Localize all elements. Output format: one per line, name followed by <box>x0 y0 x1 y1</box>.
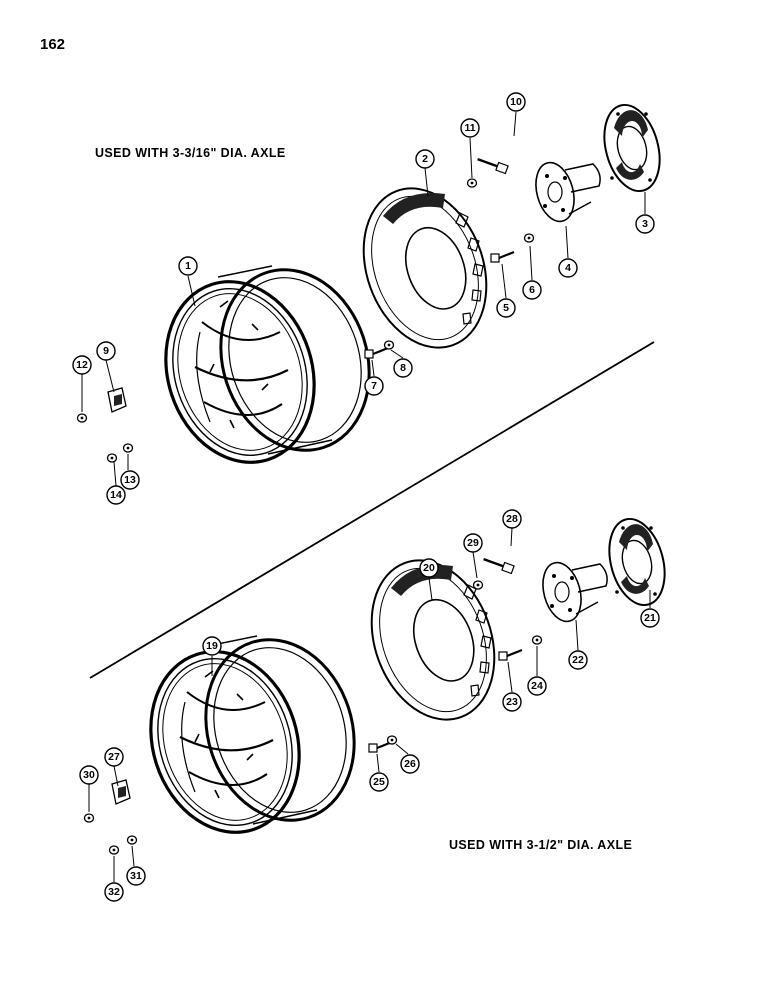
clip-part-13 <box>122 443 134 453</box>
pin-part-32 <box>108 845 120 855</box>
svg-text:10: 10 <box>510 96 522 108</box>
callout-26: 26 <box>400 754 420 774</box>
svg-text:5: 5 <box>503 302 509 314</box>
callout-22: 22 <box>568 650 588 670</box>
caption-upper-assembly: USED WITH 3-3/16" DIA. AXLE <box>95 146 286 160</box>
svg-text:1: 1 <box>185 260 191 272</box>
svg-text:8: 8 <box>400 362 406 374</box>
callout-2: 2 <box>415 149 435 169</box>
svg-text:19: 19 <box>206 640 218 652</box>
callout-24: 24 <box>527 676 547 696</box>
nut-part-26 <box>386 735 398 745</box>
washer-part-24 <box>531 635 543 645</box>
nut-part-30 <box>83 813 95 823</box>
callout-13: 13 <box>120 470 140 490</box>
callout-27: 27 <box>104 747 124 767</box>
hub-lower <box>536 557 608 627</box>
page-number: 162 <box>40 36 66 53</box>
nut-part-12 <box>76 413 88 423</box>
caption-lower-assembly: USED WITH 3-1/2" DIA. AXLE <box>449 838 633 852</box>
svg-text:31: 31 <box>130 870 142 882</box>
svg-text:4: 4 <box>565 262 571 274</box>
rim-lower <box>126 618 379 854</box>
callout-11: 11 <box>460 118 480 138</box>
callout-14: 14 <box>106 485 126 505</box>
bolt-part-7 <box>363 346 390 360</box>
bolt-part-28 <box>480 554 516 575</box>
nut-part-11 <box>466 178 478 188</box>
callout-6: 6 <box>522 280 542 300</box>
svg-text:14: 14 <box>110 489 122 501</box>
svg-text:2: 2 <box>422 153 428 165</box>
callout-21: 21 <box>640 608 660 628</box>
clamp-part-9 <box>107 387 127 413</box>
svg-text:7: 7 <box>371 380 377 392</box>
callout-1: 1 <box>178 256 198 276</box>
callout-23: 23 <box>502 692 522 712</box>
svg-text:24: 24 <box>531 680 543 692</box>
callout-8: 8 <box>393 358 413 378</box>
hub-upper <box>529 157 601 227</box>
svg-text:26: 26 <box>404 758 416 770</box>
callout-19: 19 <box>202 636 222 656</box>
callout-32: 32 <box>104 882 124 902</box>
callout-29: 29 <box>463 533 483 553</box>
svg-text:27: 27 <box>108 751 120 763</box>
washer-part-6 <box>523 233 535 243</box>
svg-text:3: 3 <box>642 218 648 230</box>
callout-30: 30 <box>79 765 99 785</box>
clamp-part-27 <box>111 779 131 805</box>
callout-9: 9 <box>96 341 116 361</box>
nut-part-29 <box>472 580 484 590</box>
clip-part-31 <box>126 835 138 845</box>
callout-28: 28 <box>502 509 522 529</box>
flange-upper <box>594 97 670 199</box>
svg-text:11: 11 <box>464 122 475 134</box>
svg-text:32: 32 <box>108 886 120 898</box>
svg-text:21: 21 <box>644 612 656 624</box>
svg-text:30: 30 <box>83 769 95 781</box>
svg-text:9: 9 <box>103 345 109 357</box>
pin-part-14 <box>106 453 118 463</box>
callout-3: 3 <box>635 214 655 234</box>
callout-10: 10 <box>506 92 526 112</box>
svg-text:12: 12 <box>76 359 88 371</box>
bolt-part-10 <box>474 154 510 175</box>
disc-upper <box>341 170 509 366</box>
separator-line <box>89 341 655 679</box>
bolt-part-25 <box>367 740 394 754</box>
nut-part-8 <box>383 340 395 350</box>
flange-lower <box>599 511 675 613</box>
callout-7: 7 <box>364 376 384 396</box>
svg-text:25: 25 <box>373 776 385 788</box>
svg-text:22: 22 <box>572 654 584 666</box>
callout-31: 31 <box>126 866 146 886</box>
leader-lines <box>81 111 651 882</box>
callout-25: 25 <box>369 772 389 792</box>
svg-text:20: 20 <box>423 562 435 574</box>
callout-12: 12 <box>72 355 92 375</box>
callout-20: 20 <box>419 558 439 578</box>
callout-4: 4 <box>558 258 578 278</box>
svg-text:28: 28 <box>506 513 518 525</box>
bolt-part-23 <box>497 648 524 662</box>
bolt-part-5 <box>489 250 516 264</box>
svg-text:13: 13 <box>124 474 136 486</box>
svg-text:23: 23 <box>506 696 518 708</box>
callout-5: 5 <box>496 298 516 318</box>
svg-text:6: 6 <box>529 284 535 296</box>
rim-upper <box>141 248 394 484</box>
svg-text:29: 29 <box>467 537 479 549</box>
